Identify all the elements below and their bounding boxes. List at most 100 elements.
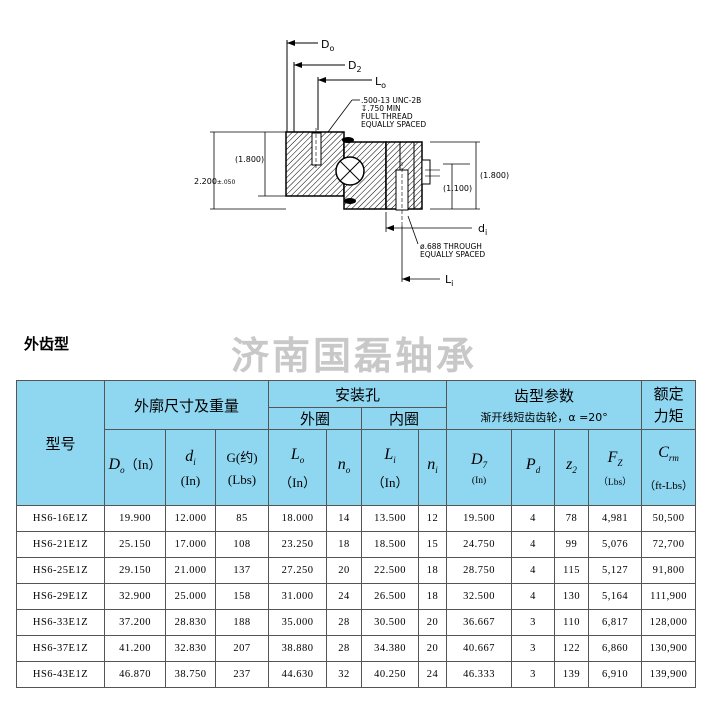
- table-cell: 24: [418, 661, 448, 688]
- table-cell: 91,800: [641, 557, 697, 584]
- table-cell: 32.830: [165, 635, 216, 662]
- table-cell: 15: [418, 531, 448, 558]
- header-torque-line2: 力矩: [653, 407, 684, 425]
- company-watermark: 济南国磊轴承: [230, 334, 477, 378]
- table-cell: 110: [554, 609, 590, 636]
- table-cell: 128,000: [641, 609, 697, 636]
- header-fz: FZ （Lbs）: [588, 429, 643, 506]
- table-cell: 28.750: [446, 557, 513, 584]
- table-cell: 18: [418, 557, 448, 584]
- table-cell: HS6-16E1Z: [16, 505, 105, 532]
- table-cell: 5,127: [588, 557, 643, 584]
- table-cell: 31.000: [268, 583, 328, 610]
- table-cell: 44.630: [268, 661, 328, 688]
- table-cell: 25.000: [165, 583, 216, 610]
- li-label: Li: [445, 273, 453, 288]
- table-cell: 12: [418, 505, 448, 532]
- header-no: no: [326, 429, 363, 506]
- table-cell: 237: [214, 661, 270, 688]
- table-cell: HS6-43E1Z: [16, 661, 105, 688]
- table-cell: 18.500: [361, 531, 420, 558]
- table-cell: 24.750: [446, 531, 513, 558]
- table-cell: 20: [326, 557, 363, 584]
- table-cell: 28: [326, 635, 363, 662]
- right-height-label: (1.800): [480, 171, 509, 180]
- inner-height-label: (1.100): [443, 184, 472, 193]
- hole-callout-1: ø.688 THROUGH: [420, 242, 482, 251]
- table-cell: 12.000: [165, 505, 216, 532]
- table-cell: 19.900: [104, 505, 166, 532]
- table-cell: 4: [511, 531, 556, 558]
- table-cell: 20: [418, 635, 448, 662]
- header-d7: D7 (In): [446, 429, 513, 506]
- table-cell: 29.150: [104, 557, 166, 584]
- gear-tooth-profile: [421, 159, 431, 185]
- table-cell: 36.667: [446, 609, 513, 636]
- table-cell: 32.900: [104, 583, 166, 610]
- header-torque: 额定 力矩: [641, 380, 697, 430]
- table-cell: 207: [214, 635, 270, 662]
- table-cell: 158: [214, 583, 270, 610]
- table-cell: 139,900: [641, 661, 697, 688]
- thread-callout-1: .500-13 UNC-2B: [361, 96, 421, 105]
- header-crm: Crm （ft-Lbs）: [641, 429, 697, 506]
- lower-seal: [344, 198, 356, 204]
- table-cell: 18: [326, 531, 363, 558]
- header-mounting-holes: 安装孔: [268, 380, 448, 408]
- table-cell: 139: [554, 661, 590, 688]
- table-cell: 20: [418, 609, 448, 636]
- header-li: Li （In）: [361, 429, 420, 506]
- table-cell: 35.000: [268, 609, 328, 636]
- thread-callout-4: EQUALLY SPACED: [361, 120, 426, 129]
- table-cell: 122: [554, 635, 590, 662]
- table-cell: 78: [554, 505, 590, 532]
- bearing-cross-section-drawing: Do D2 Lo .500-13 UNC-2B ↧.750 MIN FULL T…: [0, 0, 708, 300]
- upper-seal: [342, 137, 354, 143]
- table-cell: 24: [326, 583, 363, 610]
- table-cell: 137: [214, 557, 270, 584]
- do-label: Do: [321, 38, 334, 53]
- hole-leader-line: [407, 215, 419, 245]
- table-cell: 4,981: [588, 505, 643, 532]
- table-cell: 108: [214, 531, 270, 558]
- table-cell: 4: [511, 583, 556, 610]
- table-cell: 188: [214, 609, 270, 636]
- table-cell: 34.380: [361, 635, 420, 662]
- d2-arrow: [294, 62, 302, 68]
- left-height-label: (1.800): [235, 155, 264, 164]
- d2-label: D2: [348, 59, 362, 74]
- table-cell: 130: [554, 583, 590, 610]
- do-arrow: [287, 40, 295, 46]
- ball-contact-line-2: [339, 160, 361, 182]
- table-cell: HS6-25E1Z: [16, 557, 105, 584]
- table-cell: 14: [326, 505, 363, 532]
- drawing-svg: Do D2 Lo .500-13 UNC-2B ↧.750 MIN FULL T…: [194, 38, 509, 288]
- table-cell: HS6-29E1Z: [16, 583, 105, 610]
- table-cell: 37.200: [104, 609, 166, 636]
- header-inner-ring: 内圈: [361, 407, 448, 430]
- table-cell: HS6-33E1Z: [16, 609, 105, 636]
- table-cell: 72,700: [641, 531, 697, 558]
- header-outline: 外廓尺寸及重量: [103, 380, 270, 430]
- total-height-label: 2.200±.050: [194, 177, 235, 186]
- header-lo: Lo （In）: [268, 429, 328, 506]
- thread-hole: [311, 132, 322, 166]
- table-cell: 30.500: [361, 609, 420, 636]
- table-cell: 6,860: [588, 635, 643, 662]
- table-cell: 3: [511, 609, 556, 636]
- table-cell: 85: [214, 505, 270, 532]
- table-cell: 26.500: [361, 583, 420, 610]
- table-cell: 3: [511, 661, 556, 688]
- table-cell: 40.667: [446, 635, 513, 662]
- di-label: di: [478, 222, 487, 237]
- table-cell: 6,817: [588, 609, 643, 636]
- table-cell: 5,076: [588, 531, 643, 558]
- table-cell: 28: [326, 609, 363, 636]
